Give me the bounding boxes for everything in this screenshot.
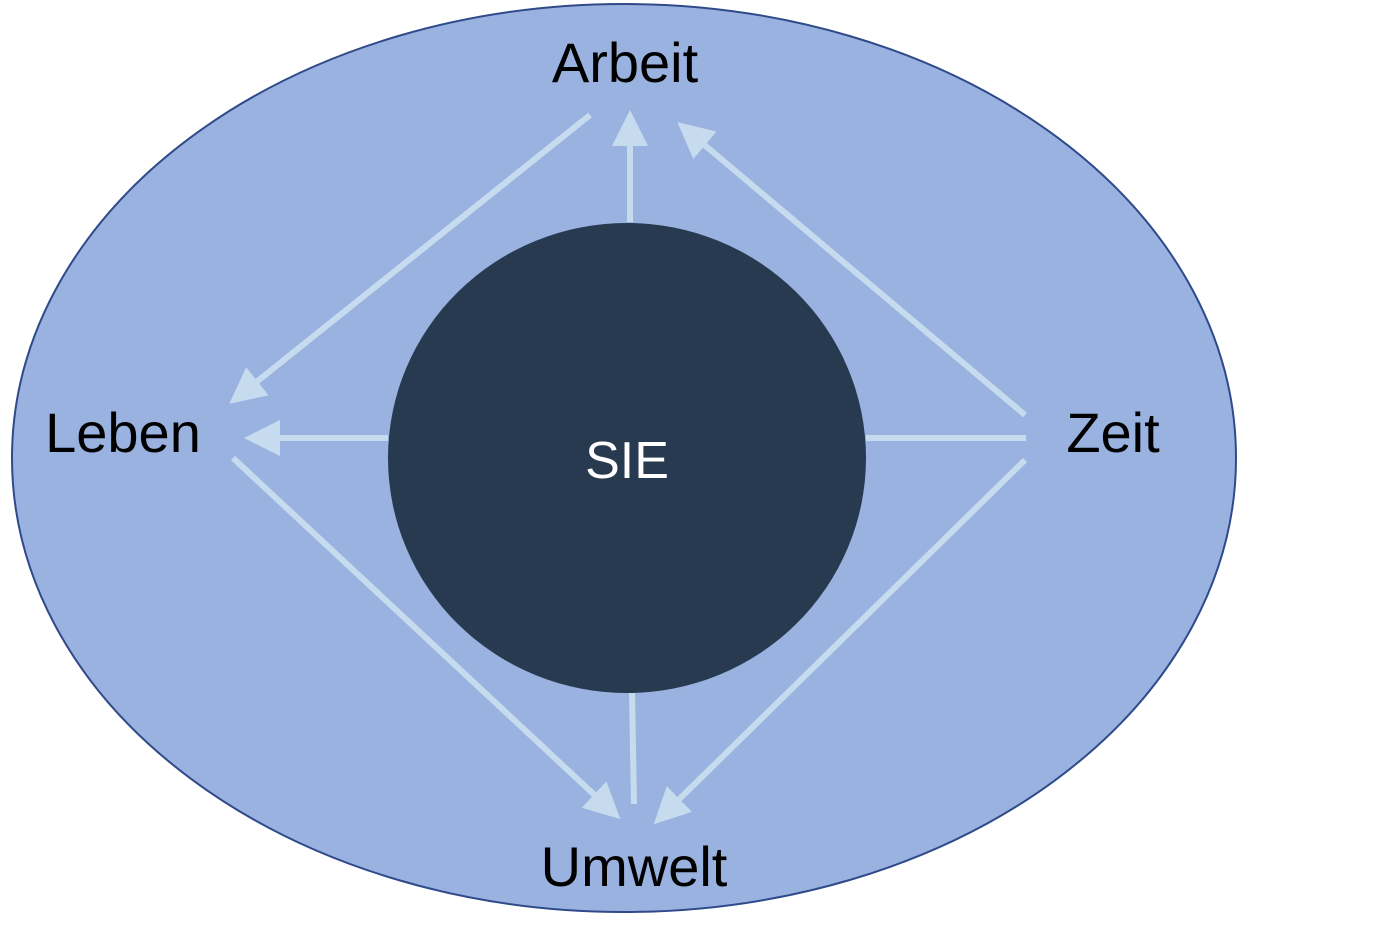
center-circle	[388, 223, 866, 693]
edge-zeit-umwelt	[653, 457, 1028, 825]
node-label-umwelt: Umwelt	[541, 835, 728, 898]
node-label-zeit: Zeit	[1066, 401, 1160, 464]
edge-leben-umwelt	[230, 455, 621, 820]
edge-zeit-arbeit	[677, 122, 1027, 418]
center-label: SIE	[585, 432, 669, 490]
node-label-leben: Leben	[45, 401, 201, 464]
arrows-group	[229, 110, 1028, 825]
edge-sie-umwelt	[629, 692, 637, 805]
edge-arbeit-leben	[229, 112, 592, 404]
node-label-arbeit: Arbeit	[552, 31, 699, 94]
